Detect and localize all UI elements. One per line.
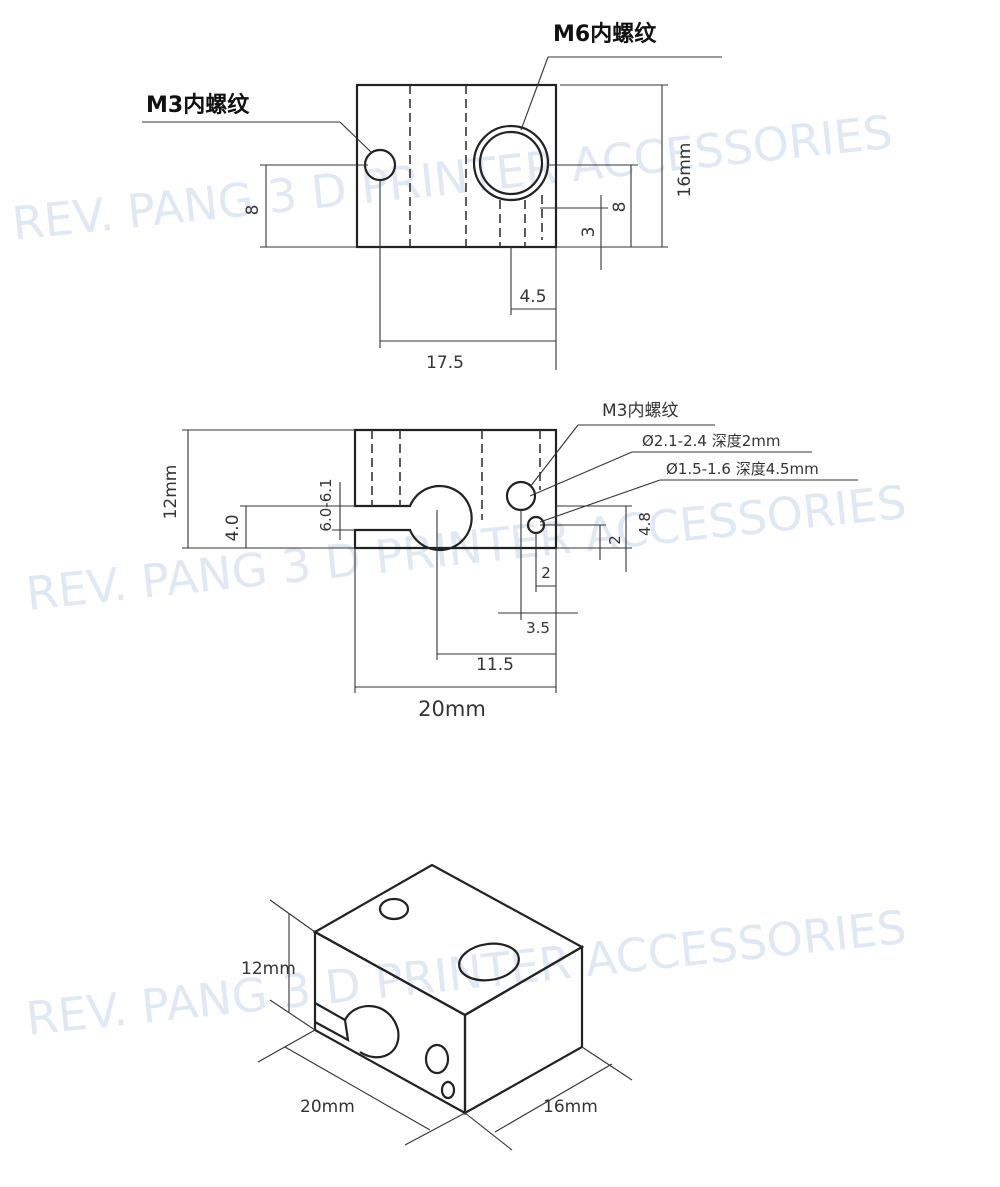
m6-hole-inner xyxy=(478,130,544,196)
iso-dim-12-extension-bottom xyxy=(269,999,316,1031)
dim-right-8-label: 8 xyxy=(610,202,630,213)
dim-4-0-label: 4.0 xyxy=(223,514,243,541)
m3-leader-diagonal xyxy=(339,121,373,154)
top-view-block-outline xyxy=(355,83,558,249)
iso-dim-20mm-label: 20mm xyxy=(300,1097,355,1117)
side-m3-thread-label: M3内螺纹 xyxy=(602,401,678,421)
watermark-top: REV. PANG 3 D PRINTER ACCESSORIES xyxy=(10,105,895,251)
dim-16mm-label: 16mm xyxy=(675,143,695,198)
hole1-spec-label: Ø2.1-2.4 深度2mm xyxy=(642,432,780,450)
side-m3-leader-diagonal xyxy=(529,424,579,488)
iso-dim-20-extension-right xyxy=(404,1112,466,1146)
iso-dim-16-extension-right xyxy=(581,1046,633,1081)
dim-2-v-label: 2 xyxy=(606,535,624,545)
iso-dim-16-extension-left xyxy=(464,1112,513,1151)
dim-2-h-label: 2 xyxy=(541,564,551,582)
dim-17-5-label: 17.5 xyxy=(426,353,464,373)
dim-12mm-side-label: 12mm xyxy=(161,465,181,520)
iso-m6-hole xyxy=(458,942,520,982)
m6-thread-label: M6内螺纹 xyxy=(553,21,657,47)
m6-leader-diagonal xyxy=(520,56,549,131)
iso-dim-20-line xyxy=(284,1046,431,1131)
hole2-spec-label: Ø1.5-1.6 深度4.5mm xyxy=(666,460,819,478)
iso-dim-20-extension-left xyxy=(257,1029,316,1063)
side-view-block-outline xyxy=(353,428,558,552)
dim-3-label: 3 xyxy=(579,227,599,238)
iso-heater-hole xyxy=(344,1005,400,1059)
dim-3-5-label: 3.5 xyxy=(526,619,550,637)
iso-dim-16mm-label: 16mm xyxy=(543,1097,598,1117)
top-view: M6内螺纹 M3内螺纹 16mm 8 8 3 4.5 17.5 xyxy=(142,21,722,373)
iso-dim-12mm-label: 12mm xyxy=(241,959,296,979)
hole2-leader-diagonal xyxy=(539,479,661,523)
dim-left-8-label: 8 xyxy=(243,205,263,216)
iso-m3-hole xyxy=(378,897,410,921)
iso-small-hole xyxy=(440,1080,456,1100)
dim-20mm-side-label: 20mm xyxy=(418,697,486,721)
iso-view: 12mm 20mm 16mm xyxy=(241,863,633,1151)
hole1-leader-diagonal xyxy=(529,451,633,497)
dim-4-5-label: 4.5 xyxy=(519,287,546,307)
side-view: M3内螺纹 Ø2.1-2.4 深度2mm Ø1.5-1.6 深度4.5mm 12… xyxy=(161,401,858,721)
iso-slot xyxy=(314,1002,350,1043)
watermark-bottom: REV. PANG 3 D PRINTER ACCESSORIES xyxy=(24,900,909,1046)
iso-dim-16-line xyxy=(494,1063,613,1133)
dim-slot-label: 6.0-6.1 xyxy=(317,478,335,531)
m3-thread-label-top: M3内螺纹 xyxy=(146,92,250,118)
iso-dim-12-extension-top xyxy=(269,899,316,933)
m6-hole-outer xyxy=(472,124,550,202)
dim-4-8-label: 4.8 xyxy=(636,512,654,536)
dim-11-5-label: 11.5 xyxy=(476,655,514,675)
iso-thermistor-hole xyxy=(424,1043,450,1075)
